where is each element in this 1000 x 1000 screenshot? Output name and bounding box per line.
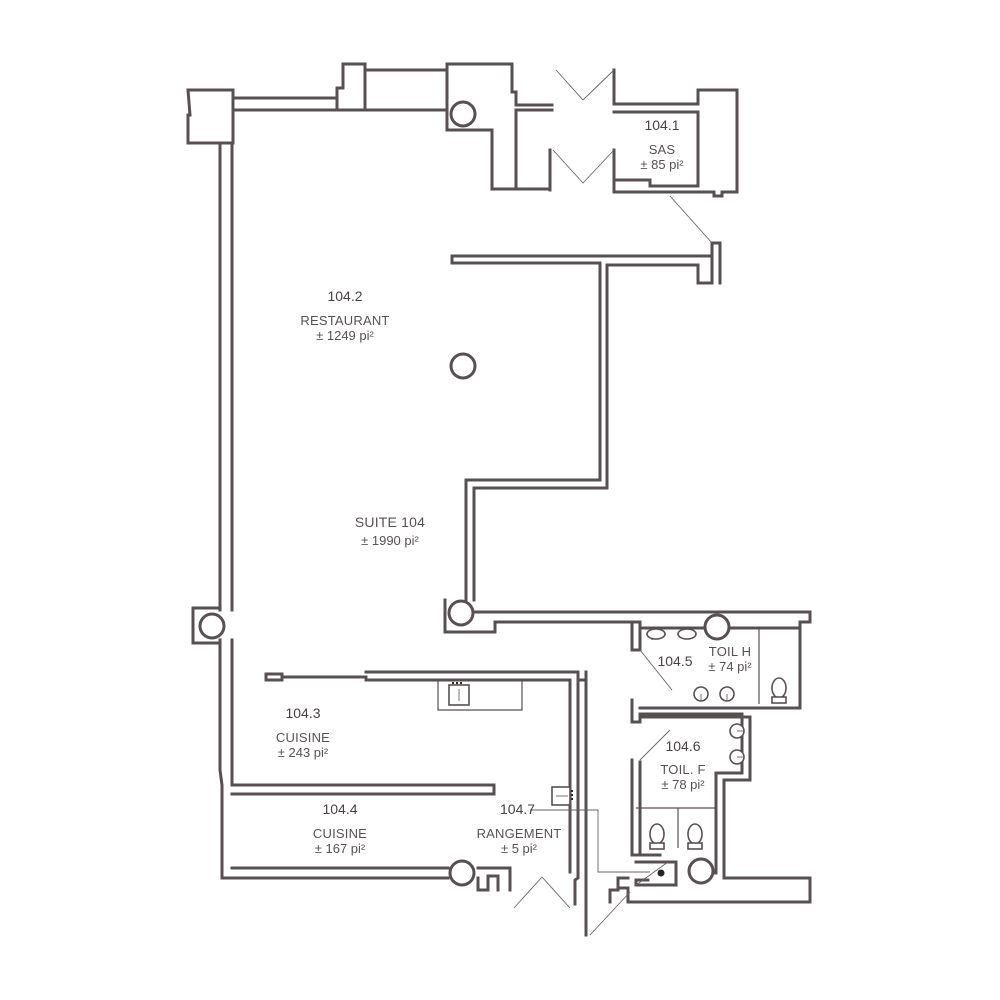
sink-icon [677,628,697,640]
columns [198,100,731,887]
room-area: ± 78 pi² [661,777,705,793]
toilet-icon [687,823,703,845]
column-icon [447,599,475,627]
room-name: SAS [648,142,676,158]
room-area: ± 74 pi² [708,658,752,674]
column-icon [198,612,226,640]
drain-icon [657,869,665,877]
room-number: 104.5 [657,653,693,669]
room-number: 104.7 [500,801,536,817]
room-name: RANGEMENT [476,826,562,842]
sink-icon [646,628,666,640]
room-area: ± 85 pi² [640,157,684,173]
suite-area: ± 1990 pi² [361,533,419,549]
room-label-104-3: 104.3 CUISINE ± 243 pi² [253,705,353,761]
room-number: 104.2 [327,288,363,304]
room-label-104-4: 104.4 CUISINE ± 167 pi² [290,801,390,857]
room-name: RESTAURANT [300,313,390,329]
room-number: 104.6 [665,738,701,754]
room-area: ± 5 pi² [500,841,538,857]
fixtures [448,628,787,877]
room-name: CUISINE [275,730,331,746]
column-icon [448,859,476,887]
suite-label: SUITE 104 ± 1990 pi² [325,514,455,549]
toilet-icon [649,823,665,845]
room-name: TOIL H [708,644,752,659]
room-number: 104.3 [285,705,321,721]
room-number: 104.4 [322,801,358,817]
suite-title: SUITE 104 [354,514,426,530]
column-icon [703,613,731,641]
room-label-104-6: 104.6 TOIL. F ± 78 pi² [648,738,718,793]
room-label-104-2: 104.2 RESTAURANT ± 1249 pi² [275,288,415,344]
room-number-104-5: 104.5 [650,653,700,669]
room-area: ± 1249 pi² [316,328,374,344]
column-icon [449,352,477,380]
room-number: 104.1 [644,117,680,133]
room-label-104-7: 104.7 RANGEMENT ± 5 pi² [464,801,574,857]
door-swings [513,69,713,936]
column-icon [449,100,477,128]
column-icon [687,857,715,885]
room-label-104-5: TOIL H ± 74 pi² [700,644,760,675]
room-name: TOIL. F [660,762,706,778]
room-label-104-1: 104.1 SAS ± 85 pi² [612,117,712,173]
room-area: ± 167 pi² [314,841,366,857]
room-area: ± 243 pi² [277,745,329,761]
room-name: CUISINE [312,826,368,842]
toilet-icon [771,677,787,699]
